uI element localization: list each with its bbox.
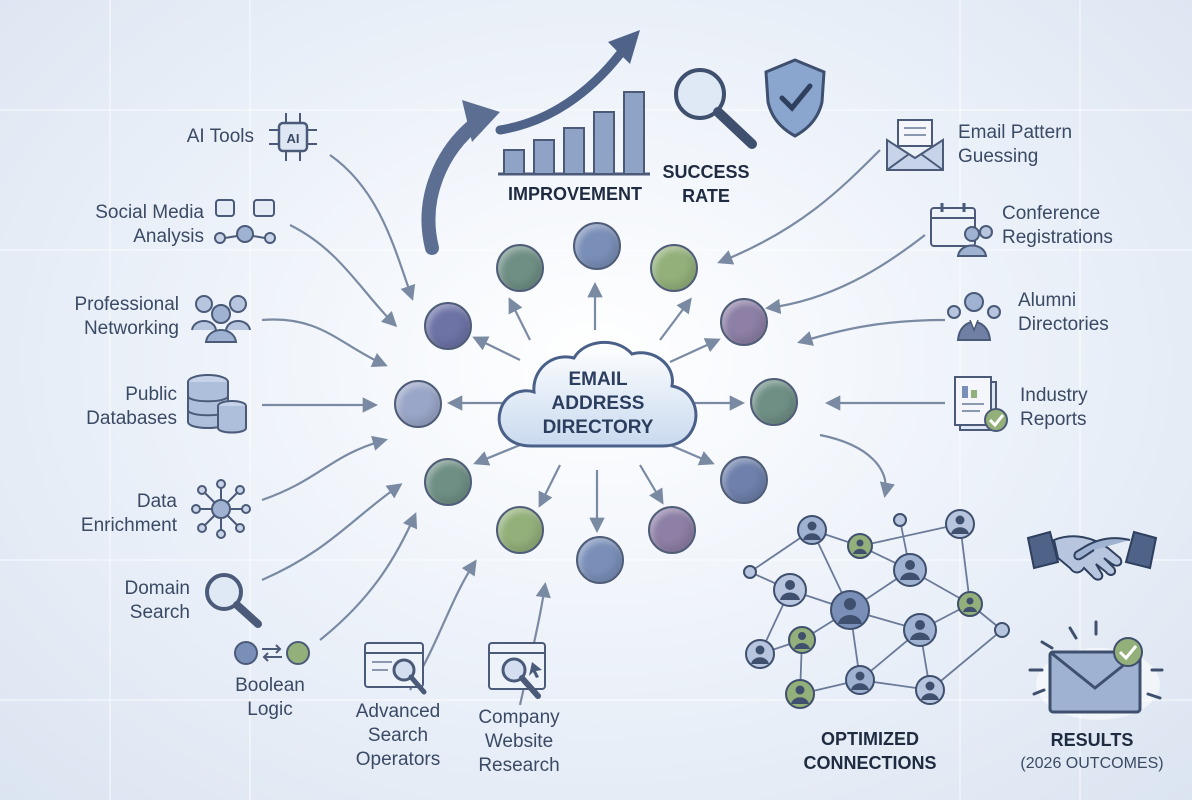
source-boolean-logic: Boolean Logic [235,675,305,720]
source-social-media-analysis: Social Media Analysis [95,202,204,247]
success-rate-label: SUCCESS RATE [662,162,750,206]
source-alumni-directories: Alumni Directories [1018,290,1109,335]
source-data-enrichment: Data Enrichment [80,491,177,536]
magnifier-icon [674,68,757,149]
node [750,378,798,426]
node [394,380,442,428]
svg-text:AI: AI [287,131,300,146]
source-industry-reports: Industry Reports [1020,385,1088,430]
improvement-label: IMPROVEMENT [507,184,642,204]
source-conference-registrations: Conference Registrations [1002,203,1113,248]
source-public-databases: Public Databases [86,384,177,429]
report-document-icon [954,376,1008,432]
growth-chart-icon [495,30,650,176]
website-magnifier-icon [488,642,546,699]
node [496,244,544,292]
node [424,458,472,506]
source-company-website-research: Company Website Research [478,707,560,776]
node [720,456,768,504]
magnifier-icon [205,573,262,628]
node [720,298,768,346]
node [648,506,696,554]
source-domain-search: Domain Search [124,578,190,623]
ai-chip-icon: AI [269,113,317,161]
optimized-connections-label: OPTIMIZED CONNECTIONS [803,729,937,773]
browser-search-icon [364,642,427,695]
node [576,536,624,584]
envelope-icon [886,119,944,171]
connections-network [743,509,1010,709]
email-success-icon [1028,620,1164,720]
node [573,222,621,270]
network-hub-icon [191,479,251,539]
results-label: RESULTS (2026 OUTCOMES) [1020,730,1164,772]
calendar-people-icon [930,203,993,257]
boolean-toggle-icon [234,641,310,665]
handshake-icon [1026,530,1158,581]
arrows [261,149,946,706]
source-email-pattern-guessing: Email Pattern Guessing [958,122,1073,167]
directory-cloud [497,340,698,448]
node [650,244,698,292]
people-group-icon [191,295,251,343]
source-professional-networking: Professional Networking [74,294,179,339]
source-ai-tools: AI Tools [186,126,254,147]
center-directory-label: EMAIL ADDRESS DIRECTORY [542,369,654,438]
social-media-icon [214,199,276,244]
shield-check-icon [764,58,826,138]
source-advanced-search-operators: Advanced Search Operators [355,701,441,770]
alumni-people-icon [947,292,1001,341]
database-icon [187,374,247,434]
node [496,506,544,554]
node [424,302,472,350]
improvement-curve-arrow [421,113,487,255]
